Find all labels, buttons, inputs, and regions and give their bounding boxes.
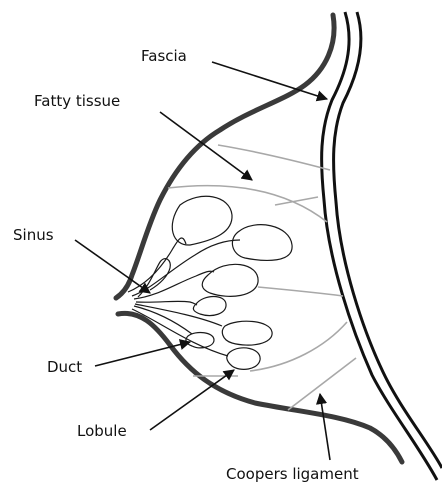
pointer-arrows bbox=[75, 62, 330, 460]
lobule bbox=[232, 225, 292, 261]
chest-wall bbox=[322, 12, 442, 480]
lobule bbox=[193, 297, 226, 316]
lobule bbox=[227, 348, 260, 370]
lobule bbox=[202, 264, 258, 296]
label-lobule: Lobule bbox=[77, 422, 127, 440]
label-fatty-tissue: Fatty tissue bbox=[34, 92, 120, 110]
label-coopers-ligament: Coopers ligament bbox=[226, 465, 359, 483]
label-duct: Duct bbox=[47, 358, 82, 376]
label-sinus: Sinus bbox=[13, 226, 54, 244]
breast-outline-lower bbox=[118, 313, 402, 462]
label-fascia: Fascia bbox=[141, 47, 187, 65]
lobule bbox=[222, 321, 272, 345]
